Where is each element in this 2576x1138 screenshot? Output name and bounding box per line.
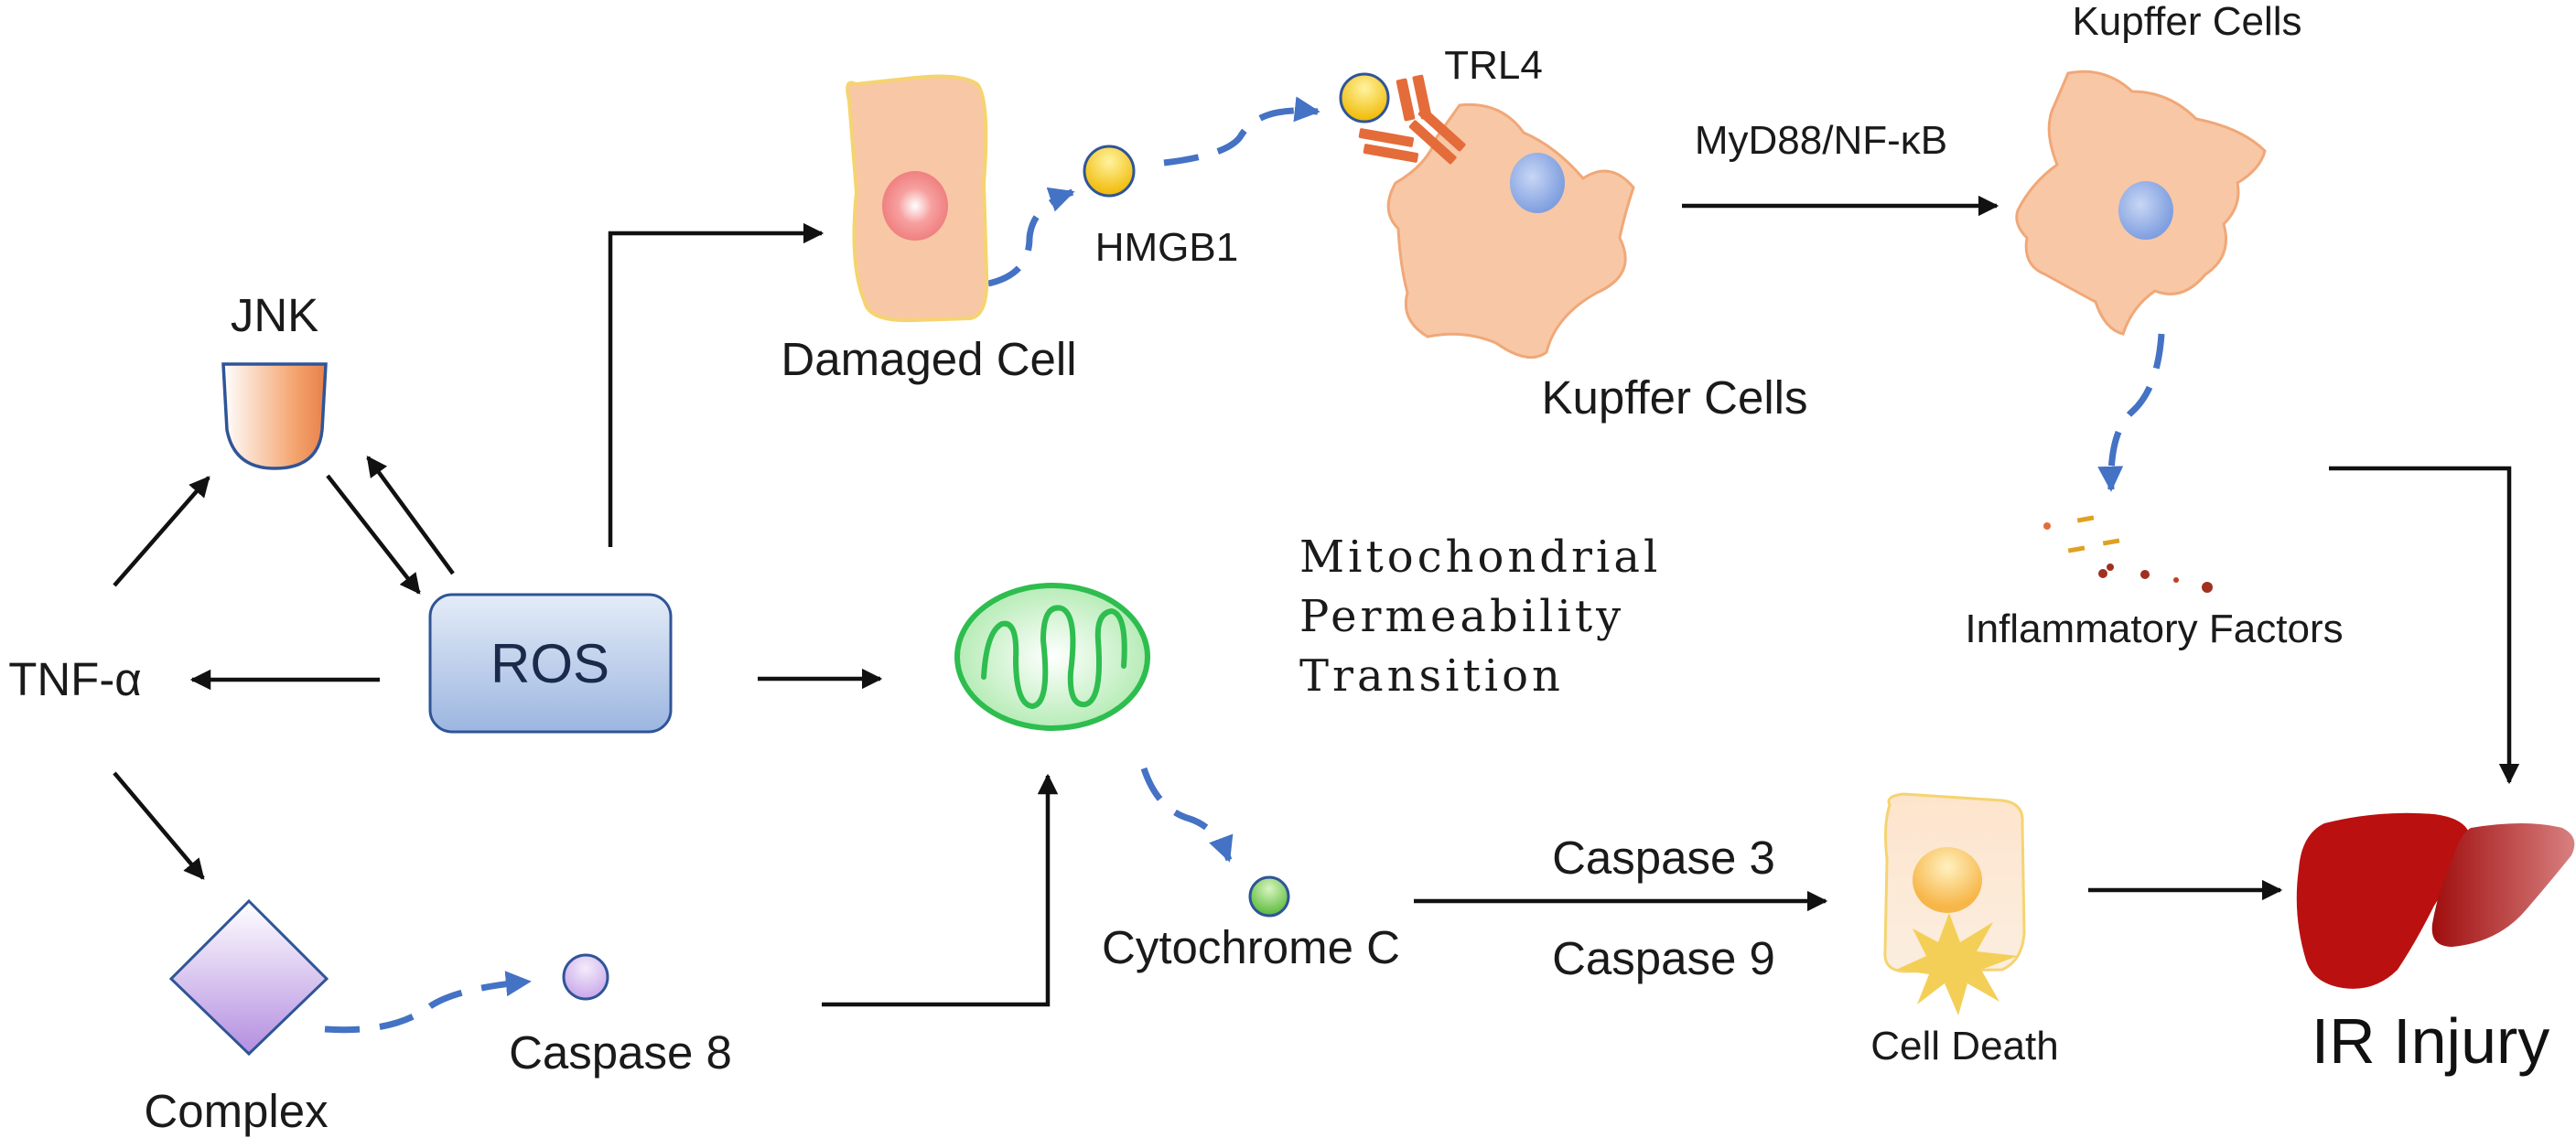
myd88-label: MyD88/NF-κB [1695,118,1947,163]
caspase8-ball [562,953,609,1001]
arrow-inflammatory-to-ir-injury [2329,466,2520,785]
mitochondria-cristae [981,605,1127,710]
liver-left-lobe-icon [2296,812,2471,989]
arrow-ros-to-jnk [366,456,455,575]
cell-death-node: Cell Death [1870,792,2059,1068]
kupffer-cell-2-node: Kupffer Cells [2015,0,2302,336]
dashed-arrow-complex-to-caspase8 [324,971,532,1034]
cytochrome-c-ball [1248,875,1290,918]
ir-injury-node: IR Injury [2296,812,2575,1077]
kupffer-cell-1-shape [1386,102,1635,360]
damaged-cell-nucleus [882,171,948,241]
hmgb1-ball [1083,145,1136,198]
complex-diamond [168,898,329,1057]
ros-node: ROS [428,593,673,734]
cytochrome-c-node: Cytochrome C [1102,875,1400,973]
caspase8-label: Caspase 8 [509,1026,732,1079]
ir-injury-label: IR Injury [2312,1005,2550,1077]
caspase8-node: Caspase 8 [509,953,732,1079]
tnf-alpha-label: TNF-α [8,653,142,705]
arrow-tnf-to-complex [113,771,205,880]
dashed-arrow-kupffer-to-inflammatory [2097,333,2165,492]
damaged-cell-label: Damaged Cell [781,333,1076,385]
jnk-node: JNK [221,289,328,470]
cell-death-label: Cell Death [1870,1024,2058,1068]
arrow-jnk-to-ros [326,474,421,595]
kupffer-cells-2-label: Kupffer Cells [2072,0,2301,44]
trl4-receptor-icon [1358,74,1466,165]
kupffer-cell-2-nucleus [2118,181,2173,240]
cell-death-nucleus [1913,847,1982,913]
trl4-label: TRL4 [1444,43,1543,88]
caspase3-label: Caspase 3 [1552,832,1775,884]
mpt-label-line3: Transition [1299,650,1564,702]
solid-arrows [113,195,2520,1007]
kupffer-cells-1-label: Kupffer Cells [1541,371,1807,424]
cytochrome-c-label: Cytochrome C [1102,921,1400,973]
arrow-caspase8-to-mitochondria [822,773,1059,1007]
cell-burst-icon [1896,913,2018,1015]
ros-label: ROS [490,633,609,694]
dashed-arrow-hmgb1-to-trl4 [1163,96,1320,166]
jnk-label: JNK [231,289,318,341]
caspase9-label: Caspase 9 [1552,932,1775,984]
inflammatory-particles-icon [2043,515,2213,593]
hmgb1-label: HMGB1 [1095,225,1238,270]
kupffer-cell-1-node: TRL4 Kupffer Cells [1339,43,1808,424]
arrow-ros-to-damaged-cell [608,222,825,547]
dashed-arrows [324,96,2165,1034]
hmgb1-bound-ball [1339,72,1390,123]
dashed-arrow-cell-to-hmgb1 [987,187,1075,287]
jnk-shape [221,362,328,470]
ros-box [428,593,673,734]
damaged-cell-node: Damaged Cell [781,74,1077,385]
liver-right-lobe-icon [2431,823,2575,947]
arrow-tnf-to-jnk [113,476,210,587]
inflammatory-factors-label: Inflammatory Factors [1965,607,2343,651]
mpt-label-line1: Mitochondrial [1299,531,1661,583]
dashed-arrow-mito-to-cytochrome [1140,767,1234,863]
mitochondria-node: Mitochondrial Permeability Transition [954,531,1661,731]
inflammatory-factors-node: Inflammatory Factors [1965,515,2344,651]
hmgb1-node: HMGB1 [1083,145,1238,270]
mpt-label-line2: Permeability [1299,591,1624,642]
complex-node: Complex [144,898,329,1137]
kupffer-cell-1-nucleus [1510,153,1565,213]
complex-label: Complex [144,1085,328,1137]
